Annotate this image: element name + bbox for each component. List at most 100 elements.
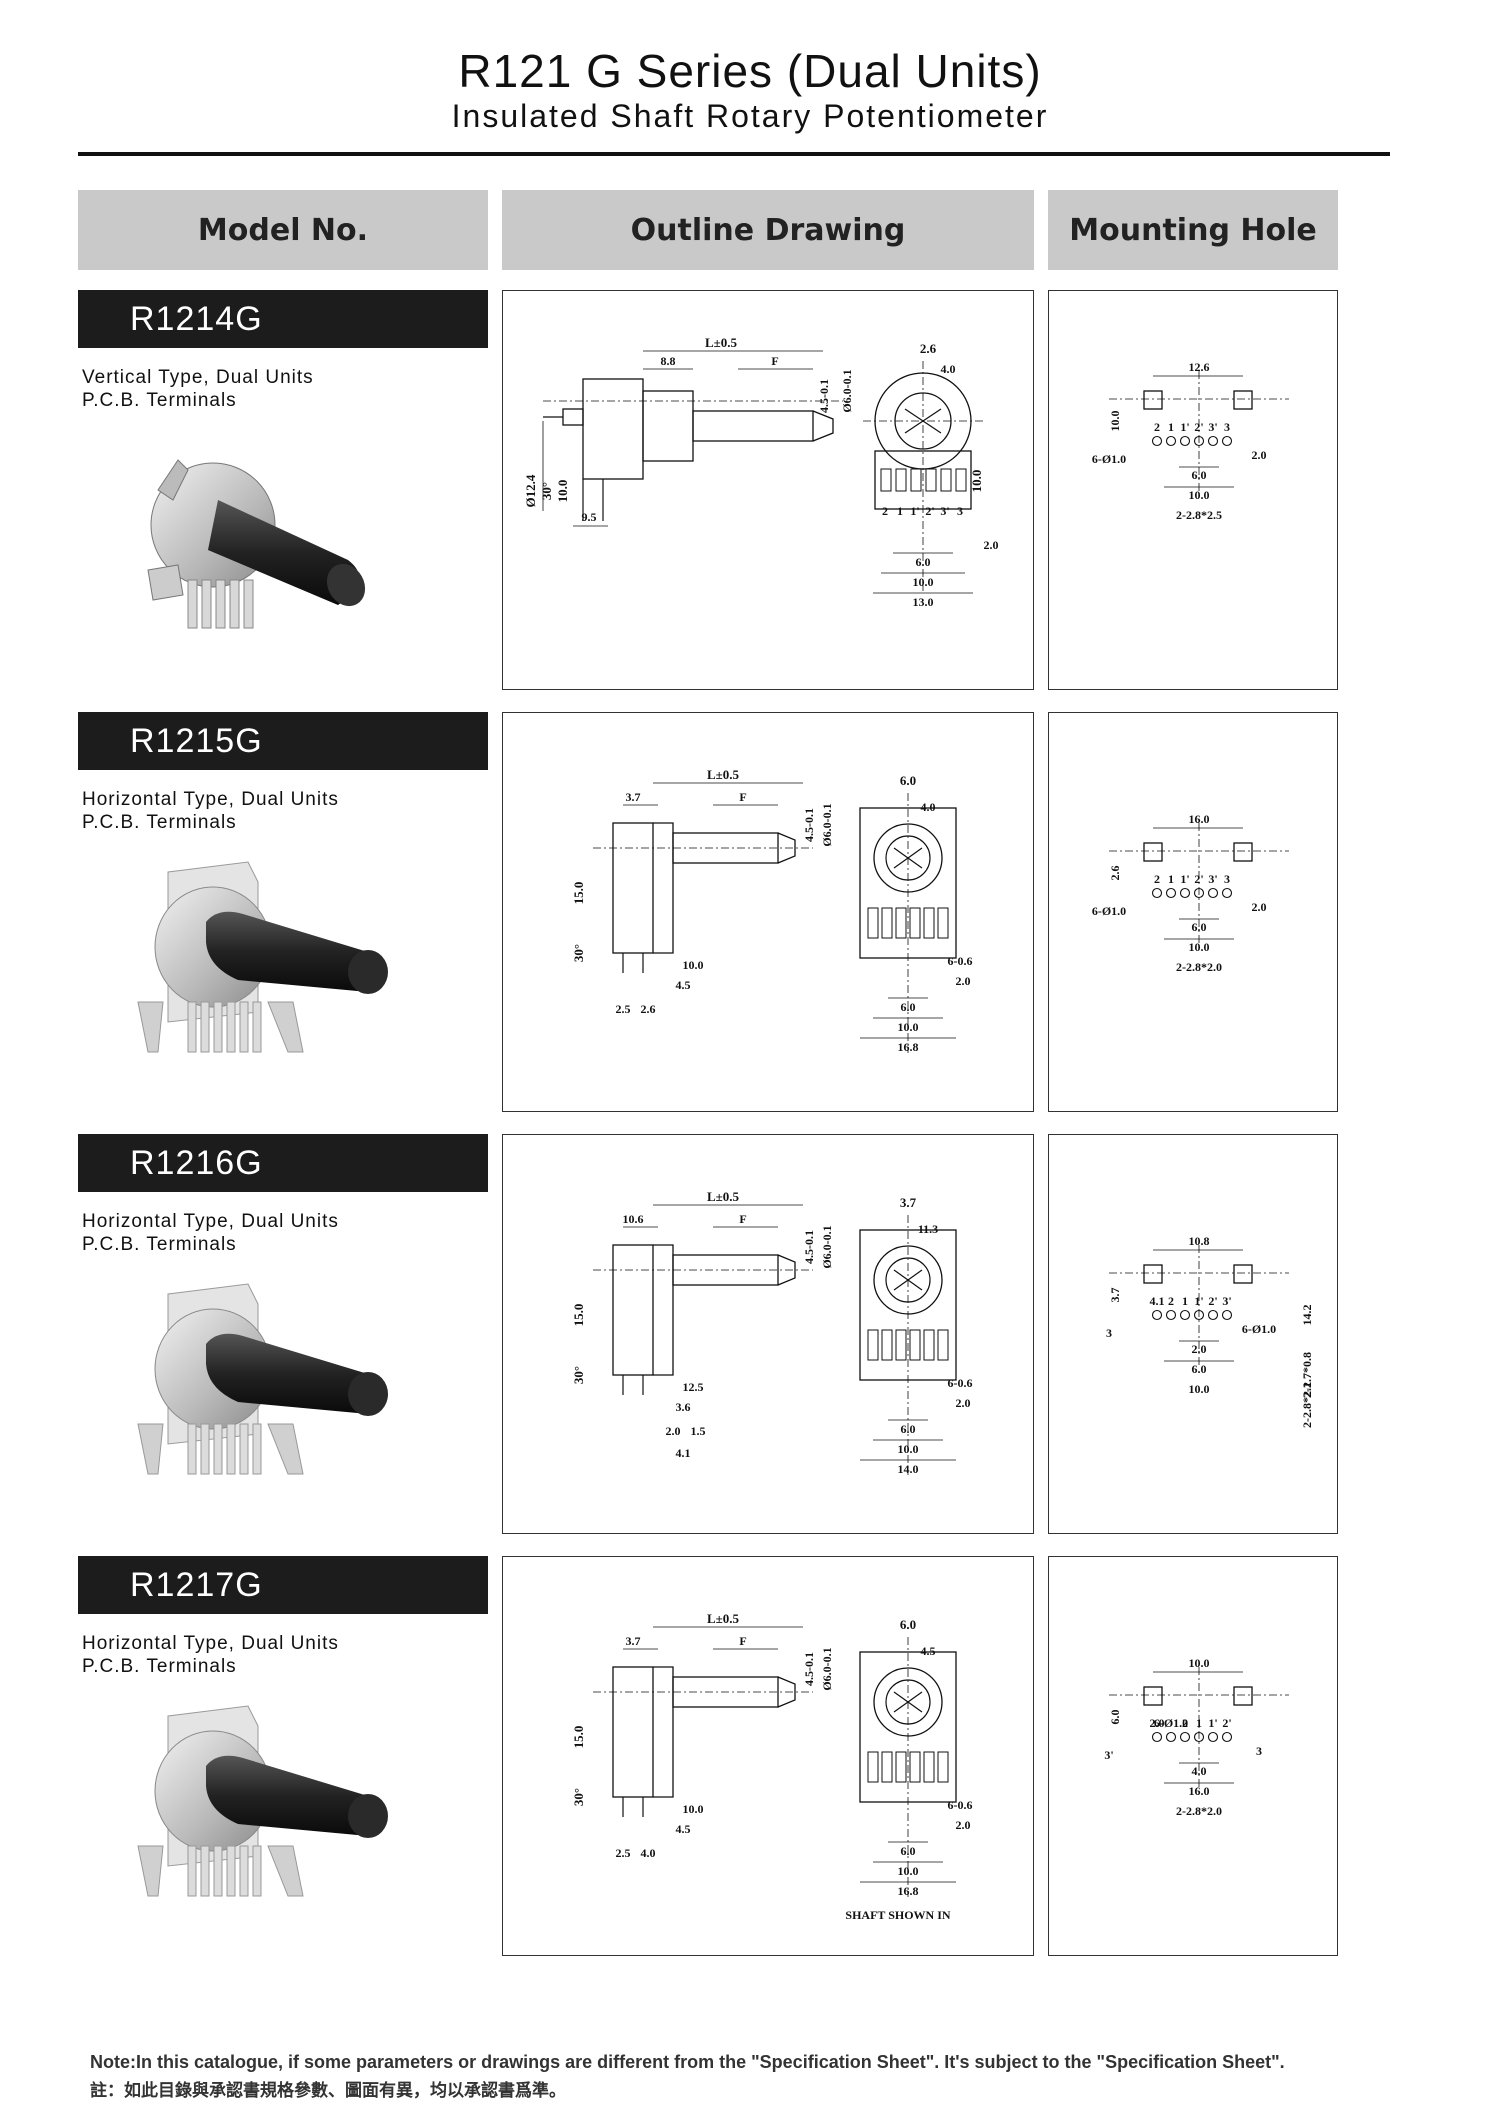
dimension-label: 2.6 [920,341,937,356]
page-subtitle: Insulated Shaft Rotary Potentiometer [451,98,1049,134]
dimension-label: 9.5 [582,510,597,524]
potentiometer-photo [137,1705,388,1897]
title-rule [78,152,1390,156]
dimension-label: 4.1 [1150,1294,1165,1308]
dimension-label: 2-1.7*0.8 [1300,1352,1314,1398]
dimension-label: 10.0 [683,1802,704,1816]
dimension-label: 10.0 [555,480,570,503]
dimension-label: 6.0 [1108,1710,1122,1725]
dimension-label: 3' [1222,1294,1231,1308]
dimension-label: 6.0 [1192,920,1207,934]
dimension-label: 6-Ø1.0 [1092,452,1126,466]
dimension-label: 10.0 [1189,1382,1210,1396]
dimension-label: 10.0 [969,470,984,493]
terminal-line: P.C.B. Terminals [82,390,237,411]
dimension-label: Ø12.4 [523,474,538,507]
dimension-label: 12.6 [1189,360,1210,374]
dimension-label: 4.5-0.1 [802,1230,816,1264]
dimension-label: 2 [1182,1716,1188,1730]
dimension-label: 14.2 [1300,1305,1314,1326]
terminal-line: P.C.B. Terminals [82,812,237,833]
dimension-label: 4.0 [941,362,956,376]
dimension-label: 1 [1182,1294,1188,1308]
dimension-label: 2 [1168,1294,1174,1308]
potentiometer-photo [137,861,388,1053]
dimension-label: 6.0 [901,1000,916,1014]
type-line: Horizontal Type, Dual Units [82,1633,339,1654]
dimension-label: 1' [1194,1294,1203,1308]
dimension-label: SHAFT SHOWN IN [845,1908,950,1922]
dimension-label: 4.5-0.1 [817,379,831,413]
dimension-label: 6.0 [901,1844,916,1858]
dimension-label: 6.0 [916,555,931,569]
dimension-label: 15.0 [571,882,586,905]
dimension-label: 8.8 [661,354,676,368]
dimension-label: 2.0 [1252,448,1267,462]
dimension-label: 2' [1208,1294,1217,1308]
dimension-label: 1 [897,504,903,518]
model-number: R1216G [78,1134,488,1192]
dimension-label: 6.0 [900,773,916,788]
dimension-label: 1 [1196,1716,1202,1730]
dimension-label: 2' [1222,1716,1231,1730]
dimension-label: 1' [910,504,919,518]
dimension-label: Ø6.0-0.1 [820,1647,834,1690]
dimension-label: 6-Ø1.0 [1242,1322,1276,1336]
dimension-label: 2' [1194,872,1203,886]
dimension-label: 3.6 [676,1400,691,1414]
dimension-label: 30° [571,1788,586,1806]
dimension-label: 3 [1224,420,1230,434]
dimension-label: 1' [1180,420,1189,434]
dimension-label: 1 [1168,872,1174,886]
dimension-label: 2 [1154,420,1160,434]
dimension-label: 2.6 [1108,866,1122,881]
dimension-label: 10.8 [1189,1234,1210,1248]
dimension-label: 15.0 [571,1726,586,1749]
dimension-label: 1' [1208,1716,1217,1730]
dimension-label: F [739,1212,746,1226]
dimension-label: 6.0 [1192,468,1207,482]
dimension-label: 2-2.8*2.5 [1176,508,1222,522]
model-number: R1215G [78,712,488,770]
dimension-label: Ø6.0-0.1 [820,803,834,846]
dimension-label: 2.0 [1252,900,1267,914]
dimension-label: 30° [571,944,586,962]
dimension-label: L±0.5 [707,1611,740,1626]
dimension-label: 6-Ø1.0 [1092,904,1126,918]
dimension-label: 6-Ø1.0 [1154,1716,1188,1730]
dimension-label: 10.0 [1189,940,1210,954]
dimension-label: 12.5 [683,1380,704,1394]
terminal-line: P.C.B. Terminals [82,1656,237,1677]
dimension-label: 14.0 [898,1462,919,1476]
type-line: Horizontal Type, Dual Units [82,789,339,810]
dimension-label: 2.5 [616,1846,631,1860]
dimension-label: 2.6 [641,1002,656,1016]
dimension-label: 10.0 [683,958,704,972]
dimension-label: L±0.5 [707,767,740,782]
dimension-label: 4.1 [676,1446,691,1460]
dimension-label: 2 [1154,872,1160,886]
dimension-label: F [739,1634,746,1648]
dimension-label: 1' [1180,872,1189,886]
dimension-label: 10.0 [898,1864,919,1878]
dimension-label: 16.8 [898,1884,919,1898]
dimension-label: 4.5 [921,1644,936,1658]
dimension-label: 16.0 [1189,812,1210,826]
dimension-label: 3 [1106,1326,1112,1340]
dimension-label: L±0.5 [705,335,738,350]
type-line: Vertical Type, Dual Units [82,367,314,388]
dimension-label: 3' [1104,1748,1113,1762]
column-header-outline: Outline Drawing [502,190,1034,270]
dimension-label: 10.0 [1189,1656,1210,1670]
dimension-label: 4.5-0.1 [802,808,816,842]
dimension-label: 2.0 [1192,1342,1207,1356]
dimension-label: 3.7 [626,790,641,804]
